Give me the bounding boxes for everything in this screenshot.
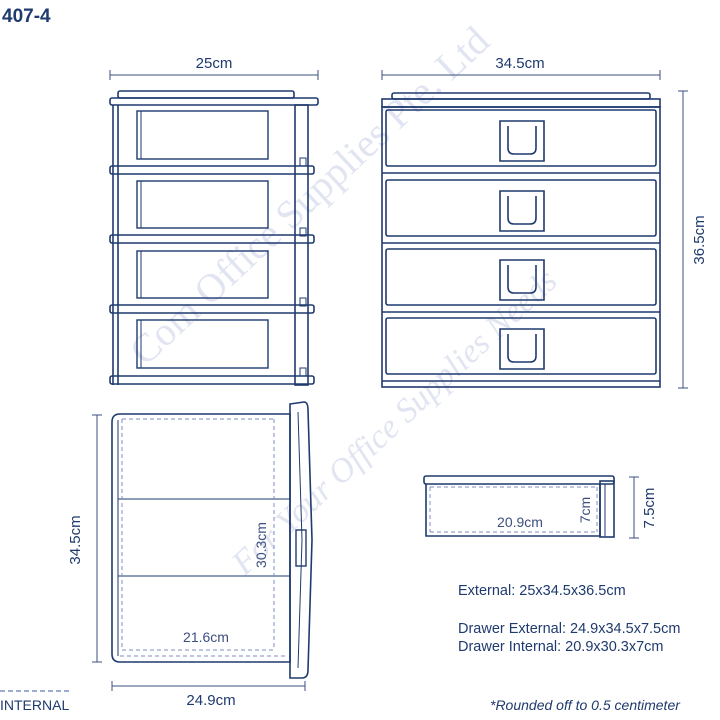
drawer-handle-2 (499, 190, 545, 232)
spec-drawer-internal: Drawer Internal: 20.9x30.3x7cm (458, 639, 664, 655)
side-view (381, 70, 688, 389)
drawer-handle-1 (499, 120, 545, 162)
label-drawer-external-height: 7.5cm (641, 488, 658, 529)
legend-internal-label: INTERNAL (0, 697, 70, 713)
label-top-internal-depth: 30.3cm (253, 522, 269, 568)
front-drawer-opening-2 (136, 180, 269, 229)
rounding-note: *Rounded off to 0.5 centimeter (490, 697, 680, 713)
front-drawer-opening-4 (136, 319, 269, 369)
front-drawer-opening-3 (136, 250, 269, 299)
front-view (109, 70, 319, 386)
spec-external: External: 25x34.5x36.5cm (458, 583, 626, 599)
label-side-height: 36.5cm (691, 215, 708, 264)
label-top-internal-width: 21.6cm (183, 629, 229, 645)
label-front-width: 25cm (196, 55, 233, 72)
label-drawer-internal-height: 7cm (577, 497, 593, 523)
label-drawer-internal-width: 20.9cm (497, 514, 543, 530)
drawer-handle-4 (499, 328, 545, 370)
label-top-external-width: 24.9cm (186, 692, 235, 709)
top-view (92, 401, 313, 691)
front-drawer-opening-1 (136, 110, 269, 160)
label-side-depth: 34.5cm (495, 55, 544, 72)
model-number: 407-4 (2, 6, 51, 27)
spec-drawer-external: Drawer External: 24.9x34.5x7.5cm (458, 621, 681, 637)
drawer-section-view (423, 475, 639, 539)
drawer-handle-3 (499, 259, 545, 301)
label-top-depth: 34.5cm (67, 515, 84, 564)
